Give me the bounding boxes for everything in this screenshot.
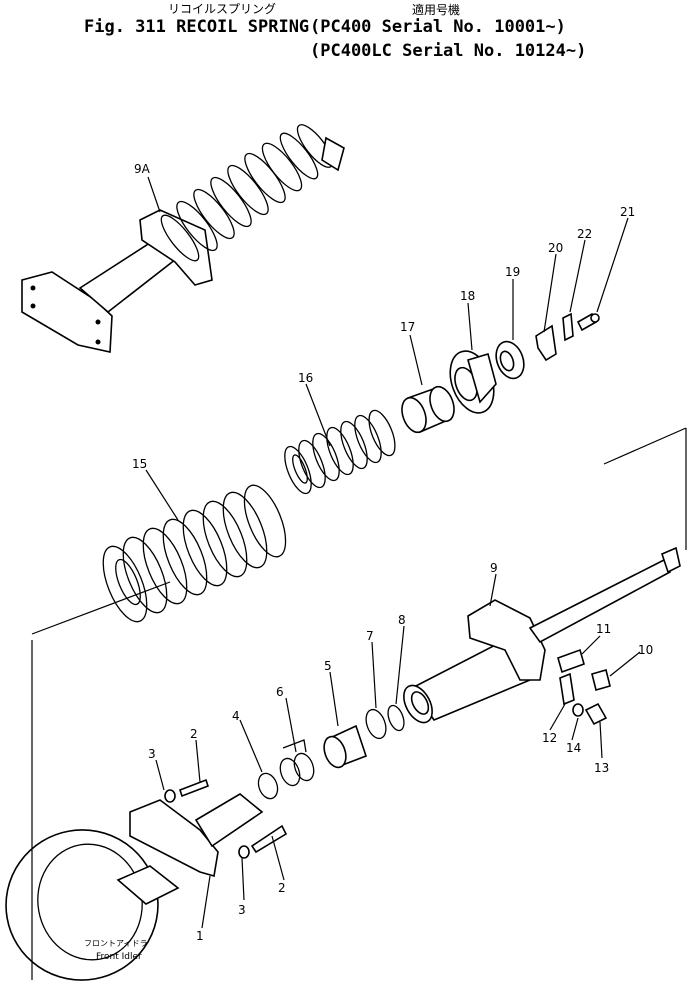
part-2-bolt-lower — [250, 824, 288, 854]
front-idler-wheel — [5, 829, 180, 981]
front-idler-label-en: Front Idler — [96, 952, 142, 962]
part-19-nut — [495, 340, 525, 380]
callout-14: 14 — [566, 741, 581, 755]
callout-9a: 9A — [134, 162, 151, 176]
part-4-o-ring — [257, 772, 279, 800]
part-2-bolt-upper — [178, 778, 210, 798]
callout-2-lower: 2 — [278, 881, 286, 895]
part-15-large-spring — [102, 484, 287, 623]
part-11-valve — [557, 648, 585, 674]
callout-5: 5 — [324, 659, 332, 673]
callout-4: 4 — [232, 709, 240, 723]
callout-11: 11 — [596, 622, 611, 636]
title-japanese: リコイルスプリング — [168, 2, 277, 16]
part-9-cylinder — [403, 546, 681, 724]
callout-22: 22 — [577, 227, 592, 241]
callout-9: 9 — [490, 561, 498, 575]
callout-21: 21 — [620, 205, 635, 219]
part-12-plate — [559, 672, 575, 706]
serial-line-1: (PC400 Serial No. 10001~) — [310, 17, 566, 37]
part-9a-cylinder-assembly — [21, 124, 345, 353]
figure-title: Fig. 311 RECOIL SPRING — [84, 17, 310, 37]
callout-20: 20 — [548, 241, 563, 255]
callout-7: 7 — [366, 629, 374, 643]
serial-line-2: (PC400LC Serial No. 10124~) — [310, 41, 587, 61]
part-21-bolt — [576, 312, 600, 332]
callout-2-upper: 2 — [190, 727, 198, 741]
callout-12: 12 — [542, 731, 557, 745]
part-1-yoke — [129, 793, 264, 878]
callout-6: 6 — [276, 685, 284, 699]
callout-10: 10 — [638, 643, 653, 657]
reference-lines — [31, 427, 687, 980]
callout-18: 18 — [460, 289, 475, 303]
part-16-inner-spring — [284, 409, 396, 495]
callout-15: 15 — [132, 457, 147, 471]
callout-19: 19 — [505, 265, 520, 279]
callout-1: 1 — [196, 929, 204, 943]
part-5-piston — [323, 724, 368, 769]
callout-3-upper: 3 — [148, 747, 156, 761]
part-8-snap-ring — [387, 704, 405, 732]
leader-lines — [145, 176, 641, 929]
part-22-washer-plate — [562, 312, 574, 342]
part-17-spacer — [401, 385, 455, 434]
part-3-washer-lower — [238, 845, 250, 859]
part-18-flange — [449, 350, 497, 414]
part-7-ring — [365, 708, 387, 740]
part-14-washer — [572, 703, 584, 717]
part-6-packing — [279, 739, 315, 787]
callout-17: 17 — [400, 320, 415, 334]
callout-3-lower: 3 — [238, 903, 246, 917]
part-10-plug — [591, 669, 611, 691]
part-3-washer-upper — [164, 789, 176, 803]
front-idler-label-jp: フロントアイドラ — [84, 939, 148, 948]
applicable-japanese: 適用号機 — [412, 3, 461, 17]
callout-13: 13 — [594, 761, 609, 775]
part-13-bolt — [584, 702, 608, 726]
callout-8: 8 — [398, 613, 406, 627]
callout-16: 16 — [298, 371, 313, 385]
part-20-lock-plate — [535, 324, 557, 362]
